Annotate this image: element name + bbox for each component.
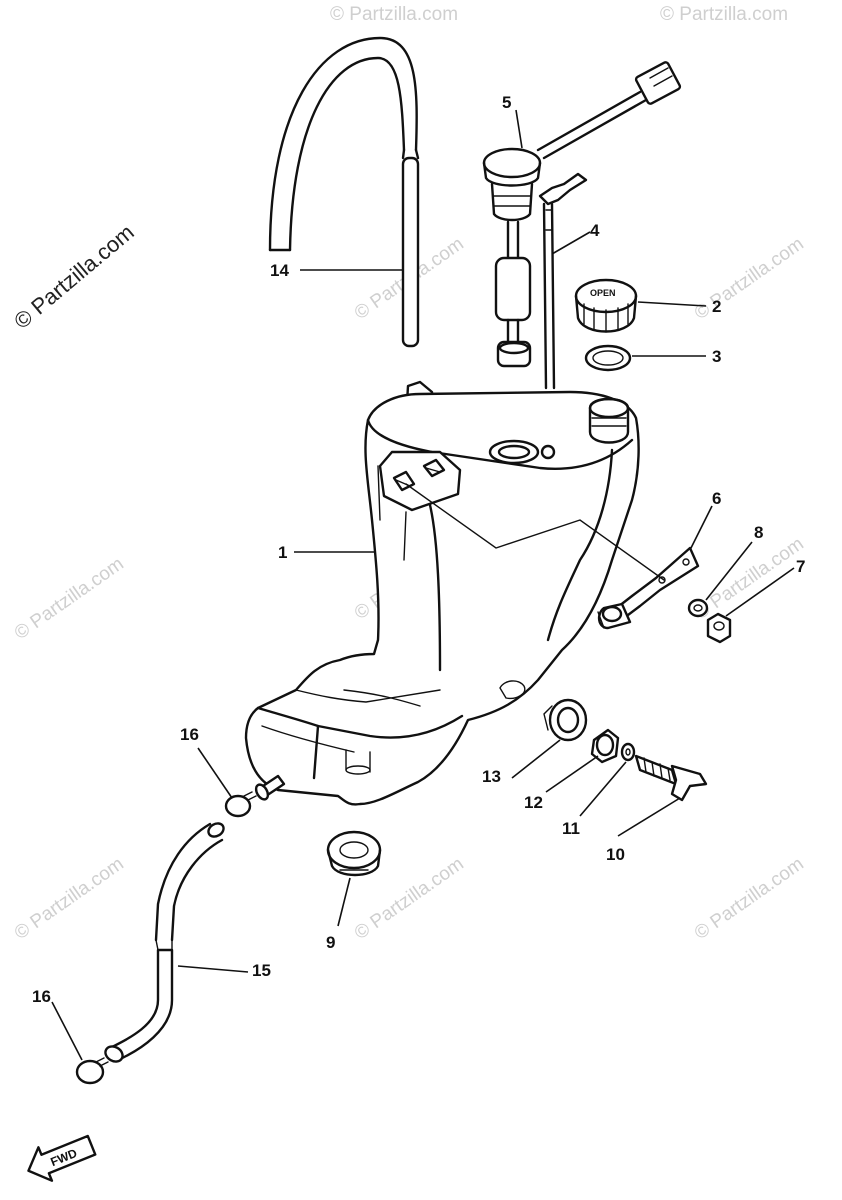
leader-lines	[51, 109, 795, 1061]
svg-text:OPEN: OPEN	[590, 288, 616, 298]
callout-3: 3	[712, 347, 721, 366]
part-11-washer	[620, 742, 636, 762]
part-3-cap-gasket	[584, 344, 632, 372]
part-16-clip-upper	[224, 791, 257, 818]
part-15-fuel-hose	[104, 822, 225, 1063]
watermark: © Partzilla.com	[660, 4, 788, 25]
part-5-fuel-level-sender	[482, 61, 682, 368]
part-7-nut	[706, 612, 732, 644]
alignment-line	[405, 483, 665, 581]
watermark: © Partzilla.com	[330, 4, 458, 25]
callout-7: 7	[796, 557, 805, 576]
callout-11: 11	[562, 819, 580, 838]
part-16-clip-lower	[75, 1057, 109, 1085]
watermark: © Partzilla.com	[691, 533, 808, 624]
callout-10: 10	[606, 845, 625, 864]
part-8-washer	[687, 598, 709, 618]
callout-16-upper: 16	[180, 725, 199, 744]
callout-6: 6	[712, 489, 721, 508]
callout-4: 4	[590, 221, 600, 240]
watermark: © Partzilla.com	[11, 553, 128, 644]
callout-14: 14	[270, 261, 289, 280]
callout-12: 12	[524, 793, 543, 812]
part-13-grommet	[543, 698, 588, 742]
part-9-grommet	[326, 830, 382, 877]
watermark: © Partzilla.com	[11, 853, 128, 944]
callout-13: 13	[482, 767, 501, 786]
callout-16-lower: 16	[32, 987, 51, 1006]
callout-9: 9	[326, 933, 335, 952]
part-2-fuel-cap: OPEN	[574, 278, 638, 333]
watermark: © Partzilla.com	[691, 233, 808, 324]
callout-2: 2	[712, 297, 721, 316]
part-14-breather-hose	[268, 36, 434, 430]
watermark: © Partzilla.com	[351, 853, 468, 944]
part-6-bracket	[597, 546, 700, 630]
callout-8: 8	[754, 523, 763, 542]
callout-1: 1	[278, 543, 287, 562]
watermark-dark: © Partzilla.com	[9, 219, 139, 333]
watermark: © Partzilla.com	[691, 853, 808, 944]
callout-5: 5	[502, 93, 511, 112]
part-4-vent-rod	[538, 172, 588, 390]
part-12-collar	[590, 728, 620, 764]
callout-15: 15	[252, 961, 271, 980]
part-10-wing-bolt	[634, 754, 708, 802]
fwd-arrow: FWD	[27, 1134, 97, 1182]
part-1-fuel-tank	[244, 390, 640, 806]
callout-numbers: 1 2 3 4 5 6 7 8 9 10 11 12 13 14 15 16 1…	[32, 93, 805, 1006]
